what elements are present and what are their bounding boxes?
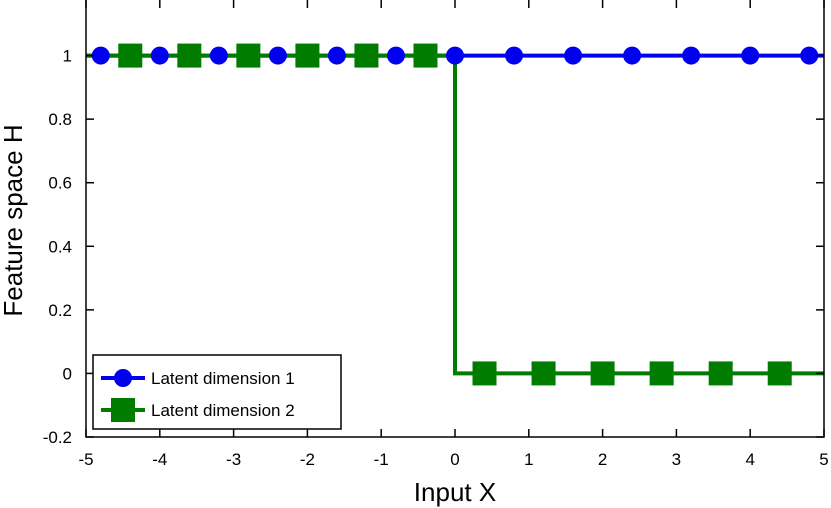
series-1-point	[268, 46, 287, 65]
x-tick-label: -3	[226, 450, 241, 469]
series-1-point	[800, 46, 819, 65]
series-2-point	[295, 43, 320, 68]
series-2-point	[649, 361, 674, 386]
series-1-point	[386, 46, 405, 65]
legend-label: Latent dimension 2	[151, 401, 295, 420]
series-2-point	[354, 43, 379, 68]
y-tick-label: 0.4	[48, 237, 72, 256]
series-2-point	[590, 361, 615, 386]
series-1-point	[327, 46, 346, 65]
legend: Latent dimension 1 Latent dimension 2	[92, 354, 342, 430]
series-2-point	[236, 43, 261, 68]
series-2-point	[767, 361, 792, 386]
x-tick-label: 4	[745, 450, 754, 469]
series-2-point	[472, 361, 497, 386]
series-2-point	[531, 361, 556, 386]
series-2-point	[118, 43, 143, 68]
y-tick-label: 0	[63, 364, 72, 383]
x-tick-label: 0	[450, 450, 459, 469]
y-tick-label: 1	[63, 47, 72, 66]
x-axis-title: Input X	[414, 477, 496, 507]
legend-marker-square	[111, 398, 135, 422]
series-1-point	[564, 46, 583, 65]
axes-layer: -5 -4 -3 -2 -1 0 1 2 3 4 5 -0.2 0 0.2 0.4 0.6 0.8 1	[43, 0, 829, 469]
series-1-point	[682, 46, 701, 65]
series-1-point	[623, 46, 642, 65]
x-tick-label: 1	[524, 450, 533, 469]
y-tick-label: 0.2	[48, 301, 72, 320]
y-tick-label: 0.8	[48, 110, 72, 129]
legend-item-2: Latent dimension 2	[101, 398, 295, 422]
x-tick-label: -2	[300, 450, 315, 469]
y-axis-title: Feature space H	[0, 124, 28, 316]
x-tick-label: 2	[598, 450, 607, 469]
series-1-point	[150, 46, 169, 65]
legend-label: Latent dimension 1	[151, 369, 295, 388]
legend-marker-circle	[114, 369, 132, 387]
series-1-point	[209, 46, 228, 65]
series-layer	[86, 43, 824, 386]
x-tick-label: 3	[672, 450, 681, 469]
series-1-point	[741, 46, 760, 65]
x-tick-label: -5	[78, 450, 93, 469]
y-tick-label: 0.6	[48, 174, 72, 193]
y-tick-label: -0.2	[43, 428, 72, 447]
series-1-point	[446, 46, 464, 65]
series-1-point	[91, 46, 110, 65]
legend-item-1: Latent dimension 1	[101, 369, 295, 388]
series-2-point	[413, 43, 438, 68]
x-tick-label: 5	[819, 450, 828, 469]
x-tick-label: -1	[374, 450, 389, 469]
series-2-point	[177, 43, 202, 68]
series-1-point	[505, 46, 524, 65]
x-tick-label: -4	[152, 450, 167, 469]
series-2-point	[708, 361, 733, 386]
